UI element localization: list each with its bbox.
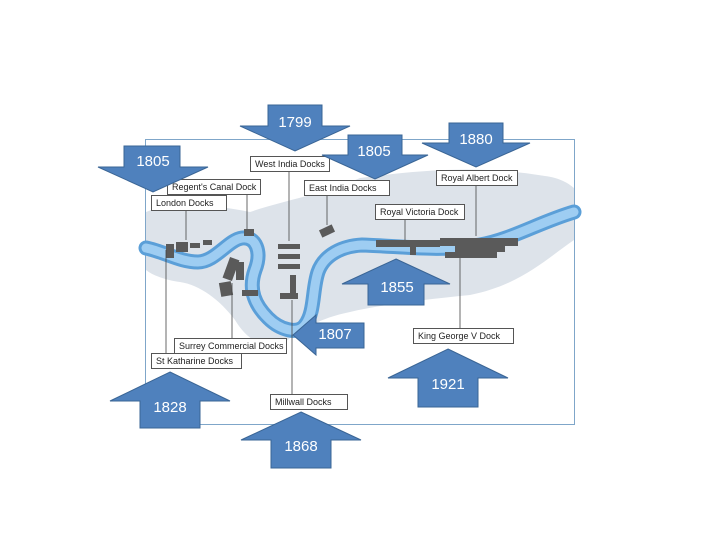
arrow-1805-left-down <box>97 145 209 193</box>
arrow-year-1921: 1921 <box>431 376 465 393</box>
dock-east-india <box>318 224 336 238</box>
label-west-india-docks: West India Docks <box>250 156 330 172</box>
arrow-year-1855: 1855 <box>380 279 414 296</box>
arrow-1855-up <box>341 258 451 306</box>
dock-london <box>176 242 188 252</box>
leader-lines <box>165 171 477 394</box>
label-regents-canal-dock: Regent's Canal Dock <box>167 179 262 195</box>
label-millwall-docks: Millwall Docks <box>270 394 348 410</box>
arrow-1807-left <box>292 314 365 356</box>
arrow-1921-up <box>387 348 509 408</box>
dock-west-india-2 <box>278 254 300 259</box>
arrow-1805-right-down <box>321 134 429 180</box>
label-east-india-docks: East India Docks <box>304 180 390 196</box>
dock-west-india-3 <box>278 264 300 269</box>
label-surrey-commercial-docks: Surrey Commercial Docks <box>174 338 287 354</box>
arrow-1868-up <box>240 411 362 469</box>
label-st-katharine-docks: St Katharine Docks <box>151 353 242 369</box>
dock-surrey-4 <box>242 290 258 296</box>
label-london-docks: London Docks <box>151 195 227 211</box>
dock-surrey-1 <box>222 256 240 282</box>
dock-royal-victoria <box>376 240 440 247</box>
dock-millwall-1 <box>290 275 296 299</box>
dock-regents-canal <box>244 229 254 236</box>
arrow-1880-down <box>421 122 531 168</box>
label-king-george-v-dock: King George V Dock <box>413 328 514 344</box>
dock-west-india-1 <box>278 244 300 249</box>
label-royal-albert-dock: Royal Albert Dock <box>436 170 518 186</box>
arrow-1799-down <box>239 104 351 152</box>
arrow-year-1799: 1799 <box>278 114 312 131</box>
dock-st-katharine <box>166 244 174 258</box>
dock-royal-albert-2 <box>455 246 505 252</box>
arrow-year-1805-london: 1805 <box>136 153 170 170</box>
arrow-year-1880: 1880 <box>459 131 493 148</box>
arrow-year-1805-east-india: 1805 <box>357 143 391 160</box>
dock-royal-albert <box>440 238 518 246</box>
arrow-year-1868: 1868 <box>284 438 318 455</box>
dock-royal-victoria-2 <box>410 247 416 255</box>
arrow-1828-up <box>109 371 231 429</box>
dock-london-3 <box>203 240 212 245</box>
label-royal-victoria-dock: Royal Victoria Dock <box>375 204 465 220</box>
dock-millwall-2 <box>280 293 298 299</box>
arrow-year-1807: 1807 <box>318 326 352 343</box>
dock-surrey-3 <box>236 262 244 280</box>
dock-shapes <box>166 224 518 299</box>
dock-surrey-2 <box>218 281 234 297</box>
dock-london-2 <box>190 243 200 248</box>
arrow-year-1828: 1828 <box>153 399 187 416</box>
dock-king-george-v <box>445 252 497 258</box>
